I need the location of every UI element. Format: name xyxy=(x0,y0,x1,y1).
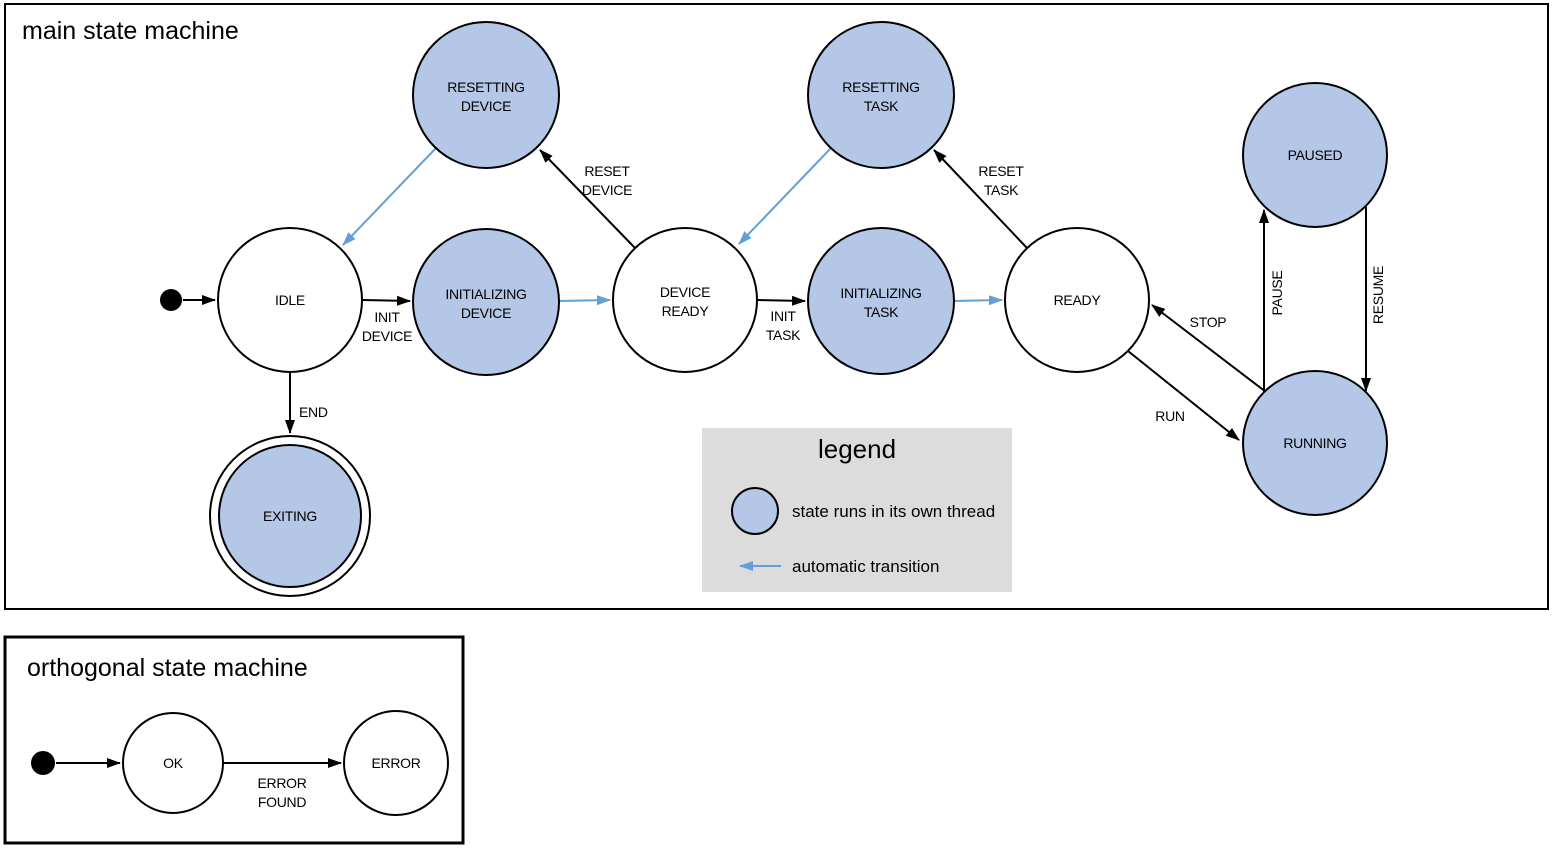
state-circle xyxy=(1242,82,1388,228)
transition-arrow xyxy=(361,295,411,306)
transition-label: DEVICE xyxy=(362,328,412,344)
state-circle xyxy=(217,227,363,373)
state-label: READY xyxy=(662,303,710,319)
state-initializing-device: INITIALIZING DEVICE xyxy=(412,228,560,376)
legend-title: legend xyxy=(818,434,896,464)
transition-arrow xyxy=(756,295,806,306)
state-ok: OK xyxy=(122,712,224,814)
transition-label: INIT xyxy=(374,309,400,325)
state-label: DEVICE xyxy=(461,98,511,114)
transition-label: INIT xyxy=(770,308,796,324)
transition-auto-inittask-ready xyxy=(953,295,1003,306)
transition-run: RUN xyxy=(1127,350,1240,441)
transition-auto-resetdevice-idle xyxy=(342,147,437,246)
transition-end: END xyxy=(285,372,328,434)
legend-threaded-label: state runs in its own thread xyxy=(792,502,995,521)
automatic-transition-arrow xyxy=(342,147,437,246)
legend: legend state runs in its own thread auto… xyxy=(702,428,1012,592)
orthogonal-frame-border xyxy=(3,635,465,845)
automatic-transition-arrow xyxy=(558,295,611,306)
transition-label: RUN xyxy=(1155,408,1184,424)
initial-state-dot xyxy=(31,751,55,775)
state-ready: READY xyxy=(1004,227,1150,373)
main-state-machine: main state machine INIT DEVICE RESET DEV… xyxy=(4,3,1549,610)
state-circle xyxy=(343,710,449,816)
state-circle xyxy=(1242,370,1388,516)
transition-init-device: INIT DEVICE xyxy=(361,295,412,344)
state-label: RUNNING xyxy=(1283,435,1346,451)
automatic-transition-arrow xyxy=(953,295,1003,306)
transition-resume: RESUME xyxy=(1361,207,1386,392)
transition-pause: PAUSE xyxy=(1259,209,1285,394)
final-state-inner-circle xyxy=(218,444,362,588)
transition-label: RESET xyxy=(978,163,1024,179)
state-resetting-device: RESETTING DEVICE xyxy=(412,21,560,169)
transition-arrow xyxy=(1151,304,1267,393)
state-label: OK xyxy=(163,755,184,771)
transition-label: PAUSE xyxy=(1269,271,1285,316)
transition-stop: STOP xyxy=(1151,304,1267,393)
orthogonal-state-machine: orthogonal state machine ERROR FOUND OK … xyxy=(3,635,465,845)
state-circle xyxy=(412,228,560,376)
automatic-transition-arrow xyxy=(738,147,832,245)
state-label: DEVICE xyxy=(660,284,710,300)
transition-init-task: INIT TASK xyxy=(756,295,806,343)
transition-label: RESET xyxy=(584,163,630,179)
state-label: RESETTING xyxy=(842,79,919,95)
state-circle xyxy=(122,712,224,814)
state-device-ready: DEVICE READY xyxy=(612,227,758,373)
transition-reset-device: RESET DEVICE xyxy=(539,149,636,249)
state-exiting-final: EXITING xyxy=(209,435,371,597)
transition-reset-task: RESET TASK xyxy=(933,149,1028,249)
transition-label: STOP xyxy=(1190,314,1227,330)
transition-label: DEVICE xyxy=(582,182,632,198)
transition-label: TASK xyxy=(984,182,1019,198)
transition-error-found: ERROR FOUND xyxy=(223,758,342,810)
transition-label: ERROR xyxy=(257,775,306,791)
state-label: READY xyxy=(1054,292,1102,308)
state-label: INITIALIZING xyxy=(445,286,526,302)
transition-label: RESUME xyxy=(1370,266,1386,324)
transition-arrow xyxy=(539,149,636,249)
state-circle xyxy=(1004,227,1150,373)
transition-auto-initdevice-deviceready xyxy=(558,295,611,306)
orthogonal-title: orthogonal state machine xyxy=(27,654,308,682)
state-paused: PAUSED xyxy=(1242,82,1388,228)
state-resetting-task: RESETTING TASK xyxy=(807,21,955,169)
transition-auto-resettask-deviceready xyxy=(738,147,832,245)
state-label: IDLE xyxy=(275,292,305,308)
state-idle: IDLE xyxy=(217,227,363,373)
state-error: ERROR xyxy=(343,710,449,816)
initial-state xyxy=(160,289,182,311)
state-circle xyxy=(807,21,955,169)
legend-automatic-label: automatic transition xyxy=(792,557,939,576)
state-label: INITIALIZING xyxy=(840,285,921,301)
transition-arrow xyxy=(933,149,1028,249)
legend-threaded-state-sample xyxy=(731,487,779,535)
initial-state-orthogonal xyxy=(31,751,55,775)
transition-label: FOUND xyxy=(258,794,306,810)
state-initializing-task: INITIALIZING TASK xyxy=(807,227,955,375)
state-circle xyxy=(612,227,758,373)
state-label: TASK xyxy=(864,304,899,320)
state-label: EXITING xyxy=(263,508,317,524)
initial-state-dot xyxy=(160,289,182,311)
state-circle xyxy=(412,21,560,169)
transition-arrow xyxy=(1127,350,1240,441)
state-label: TASK xyxy=(864,98,899,114)
state-label: DEVICE xyxy=(461,305,511,321)
transition-label: END xyxy=(299,404,328,420)
main-title: main state machine xyxy=(22,17,239,45)
state-label: PAUSED xyxy=(1288,147,1343,163)
state-running: RUNNING xyxy=(1242,370,1388,516)
state-label: RESETTING xyxy=(447,79,524,95)
main-frame-border xyxy=(4,3,1549,610)
state-circle xyxy=(807,227,955,375)
state-label: ERROR xyxy=(371,755,420,771)
transition-label: TASK xyxy=(766,327,801,343)
